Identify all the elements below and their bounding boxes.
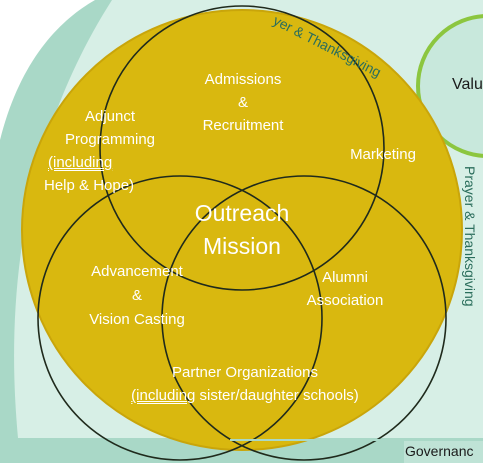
adjunct-line-4: Help & Hope)	[44, 177, 135, 194]
venn-circle-left	[37, 175, 323, 461]
adjunct-line-1: Adjunct	[84, 108, 136, 125]
prayer-thanksgiving-right: Prayer & Thanksgiving	[462, 166, 478, 307]
advancement-line-1: Advancement	[91, 263, 183, 280]
advancement-line-3: Vision Casting	[89, 311, 185, 328]
center-label-outreach: Outreach	[194, 200, 290, 226]
adjunct-line-3: (including	[48, 154, 113, 171]
partner-schools: sister/daughter schools)	[195, 387, 359, 404]
center-label-mission: Mission	[203, 233, 281, 259]
advancement-line-2: &	[131, 287, 142, 304]
alumni-line-1: Alumni	[322, 269, 368, 286]
admissions-line-3: Recruitment	[202, 117, 284, 134]
partner-line-2-underlined: (including sister/daughter schools)	[118, 384, 372, 407]
adjunct-line-2: Programming	[64, 131, 156, 148]
partner-including: (including	[131, 387, 196, 404]
governance-label: Governanc	[405, 443, 474, 459]
venn-circle-right	[161, 175, 447, 461]
marketing-label: Marketing	[350, 146, 416, 163]
outreach-circle	[21, 9, 463, 451]
governance-bar	[404, 440, 483, 463]
venn-circle-top	[99, 5, 385, 291]
admissions-line-2: &	[237, 94, 248, 111]
values-circle	[416, 14, 483, 158]
admissions-line-1: Admissions	[204, 71, 282, 88]
values-label: Valu	[452, 76, 483, 93]
alumni-line-2: Association	[306, 292, 384, 309]
partner-line-1: Partner Organizations	[172, 364, 318, 381]
